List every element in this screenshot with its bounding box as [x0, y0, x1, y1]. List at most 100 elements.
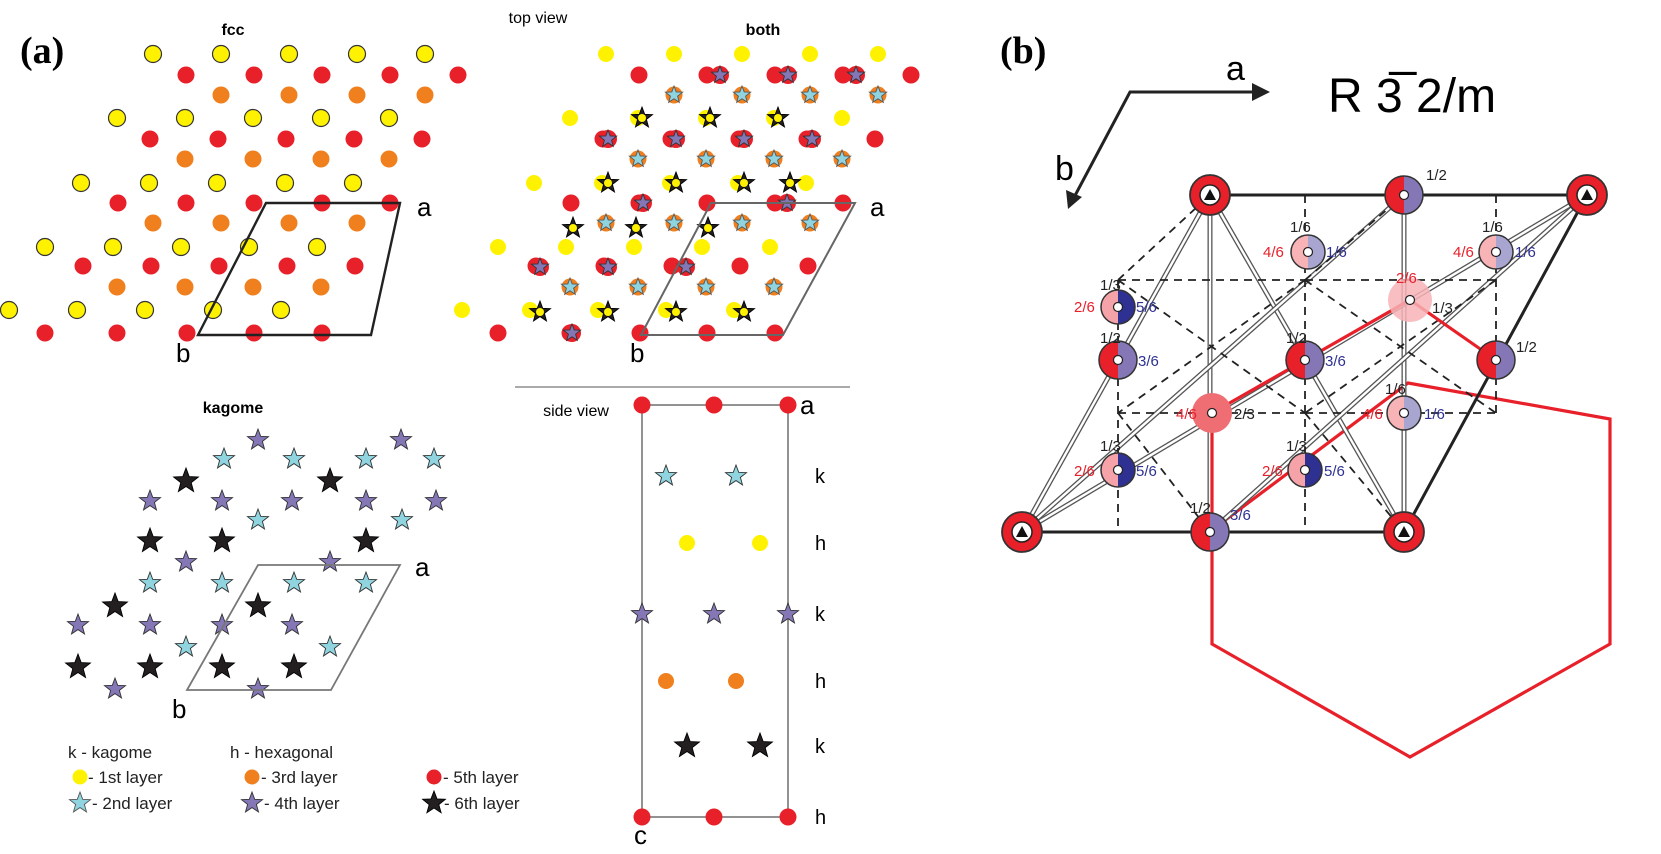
- fcc-atom: [346, 257, 364, 275]
- site-half: [1384, 175, 1424, 215]
- fcc-atom: [74, 257, 92, 275]
- both-atom-red: [562, 194, 580, 212]
- fcc-atom: [207, 173, 227, 193]
- fraction-label: 1/2: [1426, 167, 1447, 184]
- both-atom-yellow: [798, 175, 814, 191]
- fraction-label: 1/6: [1290, 219, 1311, 236]
- kagome-star-light: [422, 446, 446, 469]
- side-atom-red: [705, 808, 723, 826]
- both-atom-yellow: [604, 308, 612, 316]
- legend-orange-circle: [244, 769, 260, 785]
- both-star-purple: [710, 64, 730, 84]
- dashed-line: [1304, 194, 1405, 281]
- fcc-atom: [210, 257, 228, 275]
- both-atom-yellow: [562, 110, 578, 126]
- kagome-star-black: [208, 652, 236, 679]
- both-star-purple: [633, 192, 653, 212]
- fcc-atom: [415, 44, 435, 64]
- kagome-star-black: [244, 591, 272, 618]
- fraction-label: 2/6: [1396, 270, 1417, 287]
- fcc-atom: [312, 278, 330, 296]
- fraction-label: 1/2: [1190, 500, 1211, 517]
- kagome-star-light: [138, 570, 162, 593]
- side-atom-red: [779, 808, 797, 826]
- fcc-atom: [348, 214, 366, 232]
- kagome-star-black: [208, 526, 236, 553]
- kagome-star-purple: [138, 488, 162, 511]
- kagome-star-light: [210, 570, 234, 593]
- legend-item-2: - 2nd layer: [92, 794, 173, 813]
- fcc-atom: [379, 108, 399, 128]
- fcc-atom: [141, 130, 159, 148]
- both-atom-red: [766, 324, 784, 342]
- kagome-star-light: [318, 634, 342, 657]
- halo-center: [1206, 407, 1218, 419]
- fraction-label: 2/3: [1234, 406, 1255, 423]
- both-atom-yellow: [694, 239, 710, 255]
- both-star-light: [628, 276, 648, 296]
- fcc-axis-b: b: [176, 338, 190, 368]
- both-star-light: [664, 84, 684, 104]
- fcc-atom: [177, 194, 195, 212]
- both-atom-yellow: [558, 239, 574, 255]
- both-star-purple: [846, 64, 866, 84]
- kagome-star-purple: [280, 612, 304, 635]
- fcc-atom: [280, 86, 298, 104]
- both-atom-yellow: [522, 302, 538, 318]
- both-axis-a: a: [870, 192, 885, 222]
- mirror-line-inner: [1021, 194, 1405, 533]
- site-half: [1190, 512, 1230, 552]
- panel-b-label: (b): [1000, 30, 1046, 72]
- both-star-light: [560, 276, 580, 296]
- legend-item-6: - 6th layer: [444, 794, 520, 813]
- both-atom-red: [799, 257, 817, 275]
- fraction-label: 2/6: [1074, 299, 1095, 316]
- kagome-star-purple: [280, 488, 304, 511]
- dashed-line: [1117, 412, 1211, 533]
- fcc-atom: [280, 214, 298, 232]
- fcc-atom: [103, 237, 123, 257]
- fcc-axis-a: a: [417, 192, 432, 222]
- fcc-atom: [279, 44, 299, 64]
- both-star-light: [764, 276, 784, 296]
- fcc-atom: [0, 300, 19, 320]
- fcc-atom: [108, 324, 126, 342]
- both-atom-yellow: [569, 224, 577, 232]
- kagome-star-light: [282, 446, 306, 469]
- legend: k - kagome h - hexagonal - 1st layer - 2…: [68, 743, 520, 814]
- atom-sites: [1001, 174, 1608, 553]
- side-star-black: [746, 731, 774, 758]
- kagome-axis-b: b: [172, 694, 186, 724]
- fraction-label: 1/6: [1482, 219, 1503, 236]
- corner-site: [1189, 174, 1231, 216]
- fcc-lattice: [0, 44, 467, 342]
- kagome-star-purple: [424, 488, 448, 511]
- both-atom-yellow: [604, 179, 612, 187]
- both-atom-red: [902, 66, 920, 84]
- axis-arrows: [1066, 83, 1270, 209]
- both-atom-yellow: [536, 308, 544, 316]
- axis-a-arrowhead: [1252, 83, 1270, 101]
- kagome-star-light: [390, 507, 414, 530]
- both-atom-yellow: [870, 46, 886, 62]
- both-star-light: [832, 148, 852, 168]
- site-third: [1100, 452, 1136, 488]
- stacking-label: k: [815, 604, 826, 626]
- kagome-star-black: [136, 526, 164, 553]
- both-atom-red: [489, 324, 507, 342]
- fcc-atom: [209, 130, 227, 148]
- both-atom-yellow: [672, 179, 680, 187]
- corner-site: [1001, 511, 1043, 553]
- side-axis-a: a: [800, 390, 815, 420]
- both-atom-red: [630, 66, 648, 84]
- kagome-star-black: [172, 466, 200, 493]
- panel-a-label: (a): [20, 30, 64, 72]
- kagome-star-purple: [389, 427, 413, 450]
- fraction-label: 1/6: [1326, 244, 1347, 261]
- both-star-light: [664, 212, 684, 232]
- stacking-label: h: [815, 671, 826, 693]
- fraction-label: 1/2: [1516, 339, 1537, 356]
- side-view: [630, 396, 800, 826]
- fcc-atom: [71, 173, 91, 193]
